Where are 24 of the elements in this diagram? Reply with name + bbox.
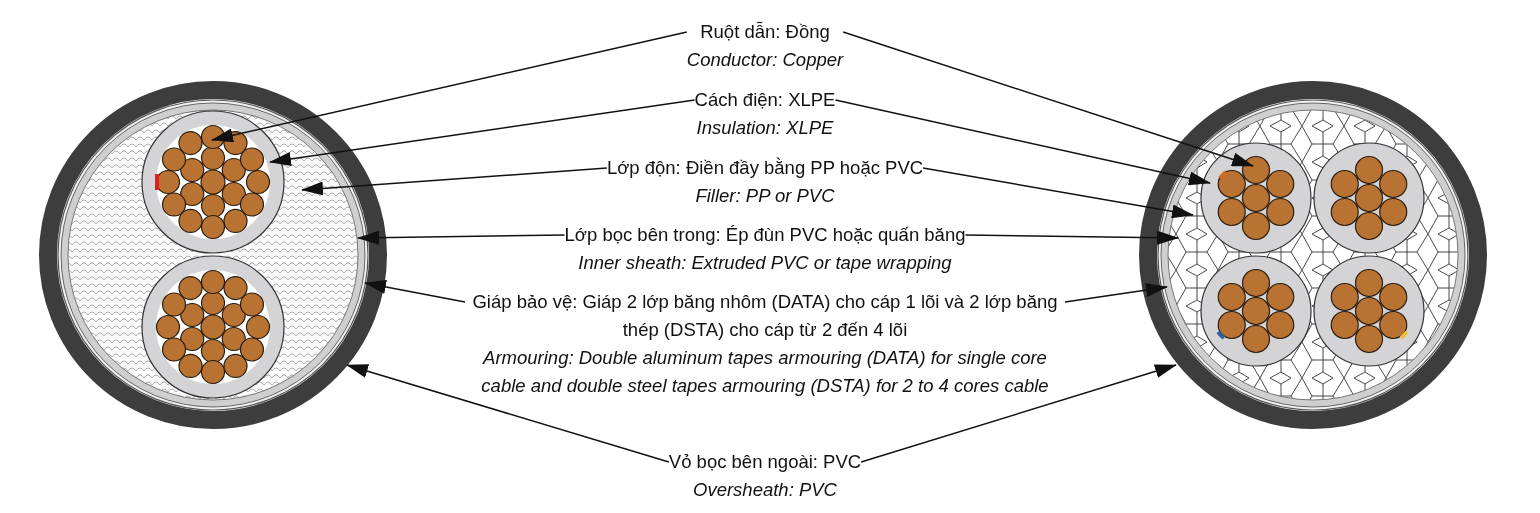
- leader-line: [364, 280, 466, 303]
- leader-line: [269, 99, 696, 166]
- leader-line: [842, 31, 1254, 167]
- callout-translation: Inner sheath: Extruded PVC or tape wrapping: [578, 251, 952, 275]
- callout-translation: Oversheath: PVC: [693, 478, 837, 502]
- leader-line: [964, 230, 1179, 245]
- leader-line: [346, 364, 670, 463]
- callout-text: Ruột dẫn: Đồng: [700, 20, 830, 44]
- leader-line: [1064, 283, 1168, 303]
- callout-translation: Filler: PP or PVC: [695, 184, 835, 208]
- callout-text: Lớp bọc bên trong: Ép đùn PVC hoặc quấn băng: [564, 223, 966, 247]
- leader-line: [211, 31, 688, 143]
- leader-line: [860, 364, 1177, 463]
- callout-text: Lớp độn: Điền đầy bằng PP hoặc PVC: [606, 156, 924, 180]
- callout-text: Vỏ bọc bên ngoài: PVC: [668, 450, 862, 474]
- callout-translation: Armouring: Double aluminum tapes armouring (DATA) for single core cable and double steel tapes armouring (DSTA) for 2 to 4 cores cable: [480, 346, 1050, 398]
- callout-translation: Insulation: XLPE: [696, 116, 834, 140]
- leader-line: [357, 230, 566, 245]
- leader-line: [834, 99, 1211, 186]
- callout-text: Cách điện: XLPE: [694, 88, 836, 112]
- leader-line: [301, 167, 608, 196]
- callout-text: Giáp bảo vệ: Giáp 2 lớp băng nhôm (DATA) cho cáp 1 lõi và 2 lớp băng thép (DSTA) cho cáp từ 2 đến 4 lõi: [471, 290, 1059, 342]
- callout-translation: Conductor: Copper: [686, 48, 844, 72]
- leader-line: [922, 167, 1194, 219]
